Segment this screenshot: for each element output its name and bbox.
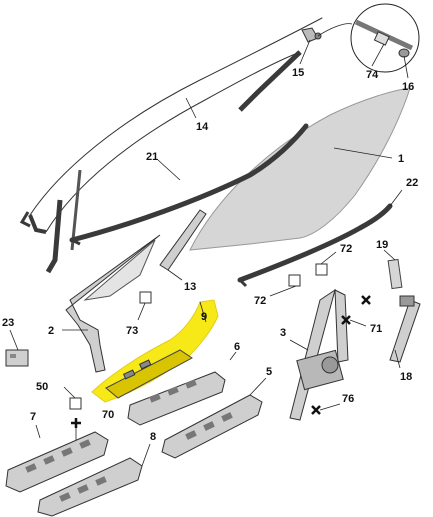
callout-71: 71: [370, 323, 382, 335]
callout-70: 70: [102, 409, 114, 421]
callout-19: 19: [376, 239, 388, 251]
part-21-belt-moulding: [69, 123, 309, 246]
leader-lines: [9, 39, 409, 467]
part-23-control-module: [5, 349, 29, 367]
callout-13: 13: [184, 281, 196, 293]
part-8-switch-pack: [37, 457, 143, 517]
marker-square-73: [139, 291, 152, 304]
callout-14: 14: [196, 121, 209, 133]
callout-2: 2: [48, 325, 54, 337]
marker-square-72a: [315, 263, 328, 276]
callout-6: 6: [234, 341, 240, 353]
callout-9: 9: [201, 311, 207, 323]
part-7-switch-pack: [5, 431, 109, 493]
callout-74: 74: [366, 69, 379, 81]
marker-plus-70: [71, 418, 81, 428]
marker-cross-71b: [341, 315, 351, 325]
marker-square-72b: [288, 274, 301, 287]
callout-23: 23: [2, 317, 14, 329]
part-19-guide-strip: [387, 258, 403, 290]
callout-76: 76: [342, 393, 354, 405]
marker-cross-71a: [361, 295, 371, 305]
callout-8: 8: [150, 431, 156, 443]
marker-cross-76: [311, 405, 321, 415]
callout-22: 22: [406, 177, 418, 189]
callout-72b: 72: [254, 295, 266, 307]
callout-21: 21: [146, 151, 158, 163]
part-18-guide-channel: [389, 295, 421, 363]
callout-3: 3: [280, 327, 286, 339]
callout-5: 5: [266, 366, 272, 378]
part-1-door-glass: [189, 87, 411, 251]
callout-15: 15: [292, 67, 304, 79]
callout-1: 1: [398, 153, 404, 165]
part-2-mirror-sail-panel: [65, 234, 161, 373]
part-9-switch-panel-highlighted: [91, 299, 219, 403]
callout-18: 18: [400, 371, 412, 383]
part-15-clip: [301, 27, 322, 43]
part-6-switch-pack: [127, 371, 226, 426]
callout-7: 7: [30, 411, 36, 423]
callout-16: 16: [402, 81, 414, 93]
callout-72a: 72: [340, 243, 352, 255]
callout-50: 50: [36, 381, 48, 393]
marker-square-50: [69, 397, 82, 410]
part-3-window-regulator: [289, 288, 349, 421]
callout-73: 73: [126, 325, 138, 337]
part-22-inner-belt-strip: [237, 203, 393, 288]
detail-inset: [317, 3, 420, 73]
part-14-frame-seal: [19, 17, 323, 274]
